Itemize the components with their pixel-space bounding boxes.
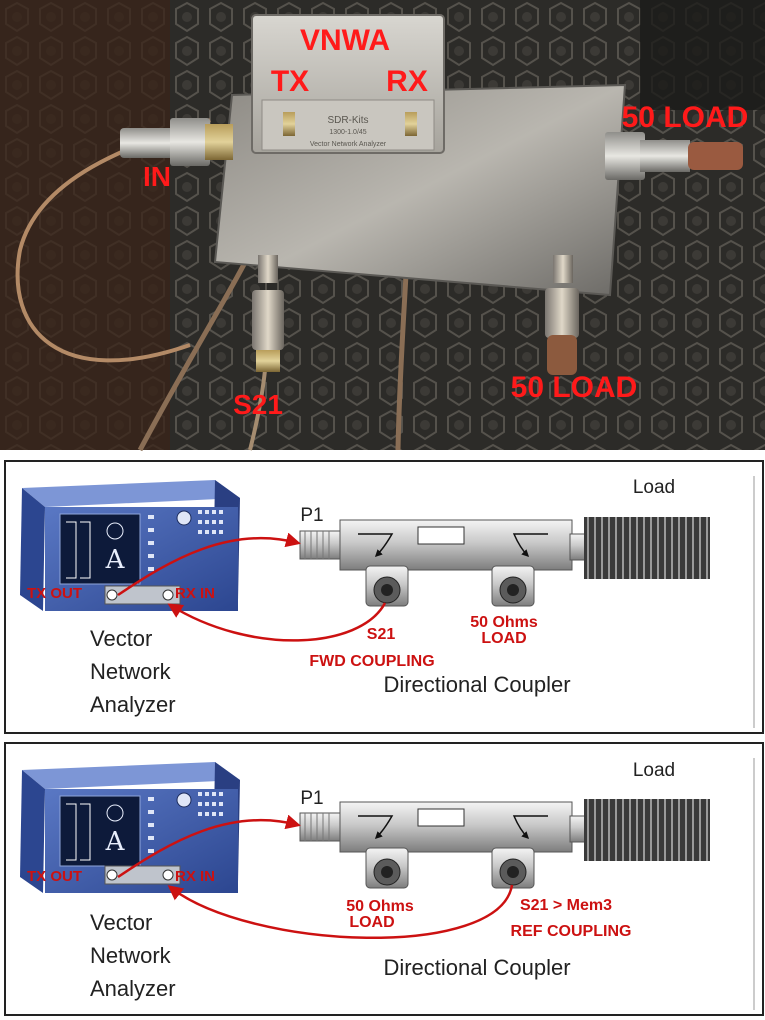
port-right-label-2: REF COUPLING xyxy=(511,923,632,940)
background-right xyxy=(640,0,765,110)
s21-to-rx-arrow xyxy=(167,884,514,940)
p1-label: P1 xyxy=(300,505,323,526)
in-label: IN xyxy=(143,161,171,192)
vna-instrument-icon: A xyxy=(20,480,240,611)
port-right-label-1: S21 > Mem3 xyxy=(520,897,612,914)
vna-label-line-1: Vector xyxy=(90,626,152,651)
load-bottom-label: 50 LOAD xyxy=(511,371,638,404)
vna-instrument-icon: A xyxy=(20,762,240,893)
port-left-label-2: LOAD xyxy=(349,914,394,931)
svg-text:A: A xyxy=(105,827,126,857)
s21-to-rx-arrow xyxy=(167,602,387,642)
directional-coupler-icon xyxy=(299,519,573,607)
bottom-load-connector-icon xyxy=(545,255,579,375)
coax-cable-s21 xyxy=(248,369,267,451)
rx-sma-connector xyxy=(405,112,417,136)
box-lettering-1: SDR-Kits xyxy=(327,115,368,126)
box-lettering-2: 1300-1.0/45 xyxy=(329,129,366,136)
load-heatsink-icon xyxy=(569,799,710,861)
in-n-connector-icon xyxy=(120,118,233,166)
rx-in-label: RX IN xyxy=(175,868,215,885)
load-heatsink-icon xyxy=(569,517,710,579)
directional-coupler-icon xyxy=(299,801,573,889)
tx-out-label: TX OUT xyxy=(27,868,82,885)
port-right-label-1: 50 Ohms xyxy=(470,614,538,631)
port-left-label-1: 50 Ohms xyxy=(346,898,414,915)
s21-label: S21 xyxy=(233,389,283,420)
port-left-label-1: S21 xyxy=(367,626,396,643)
diagram-panel-1: A xyxy=(4,460,764,734)
port-left-label-2: FWD COUPLING xyxy=(309,653,434,670)
tx-label: TX xyxy=(271,65,309,98)
coupler-label: Directional Coupler xyxy=(383,672,570,697)
port-right-label-2: LOAD xyxy=(481,630,526,647)
load-label: Load xyxy=(633,760,675,781)
tx-sma-connector xyxy=(283,112,295,136)
vnwa-label: VNWA xyxy=(300,24,390,57)
tx-out-label: TX OUT xyxy=(27,585,82,602)
tx-to-p1-arrow xyxy=(117,814,301,879)
rx-label: RX xyxy=(386,65,428,98)
background-left xyxy=(0,0,170,450)
tx-to-p1-arrow xyxy=(117,532,301,597)
vna-label-line-3: Analyzer xyxy=(90,976,176,1001)
svg-text:A: A xyxy=(105,545,126,575)
rx-in-label: RX IN xyxy=(175,585,215,602)
vna-label-line-2: Network xyxy=(90,943,172,968)
p1-label: P1 xyxy=(300,788,323,809)
diagram-panel-2: A xyxy=(4,742,764,1016)
load-label: Load xyxy=(633,477,675,498)
vna-label-line-2: Network xyxy=(90,659,172,684)
photo-section: SDR-Kits 1300-1.0/45 Vector Network Anal… xyxy=(0,0,765,452)
vna-label-line-3: Analyzer xyxy=(90,692,176,717)
s21-n-connector-icon xyxy=(252,255,284,372)
box-lettering-3: Vector Network Analyzer xyxy=(310,141,387,148)
vna-label-line-1: Vector xyxy=(90,910,152,935)
load-right-label: 50 LOAD xyxy=(622,101,749,134)
coupler-label: Directional Coupler xyxy=(383,955,570,980)
right-load-connector-icon xyxy=(605,132,743,180)
